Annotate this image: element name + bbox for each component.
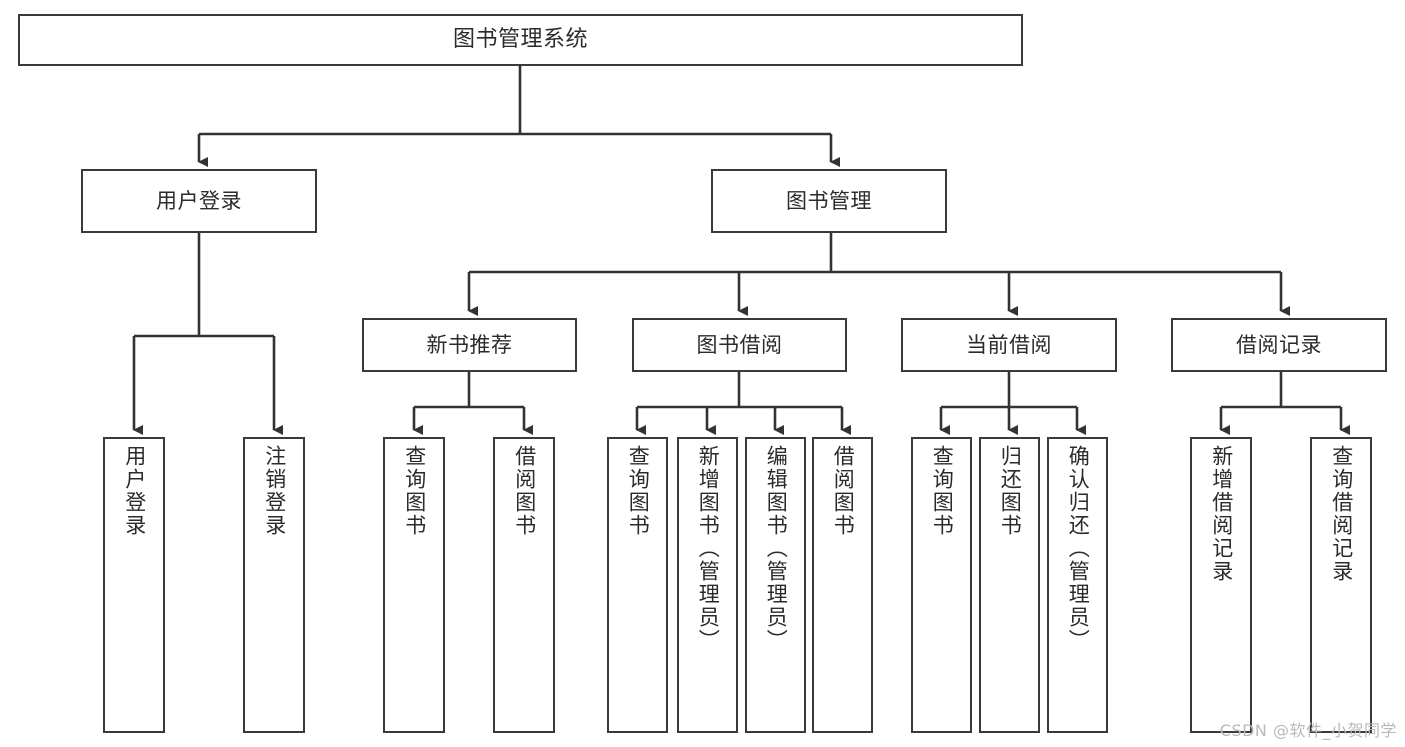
leaf-user-login-logout[interactable]: 注销登录 bbox=[243, 437, 305, 733]
node-label: 借阅记录 bbox=[1236, 332, 1322, 357]
leaf-borrow-edit-book-admin[interactable]: 编辑图书（管理员） bbox=[745, 437, 806, 733]
leaf-record-add-borrow-record[interactable]: 新增借阅记录 bbox=[1190, 437, 1252, 733]
leaf-current-query-book[interactable]: 查询图书 bbox=[911, 437, 972, 733]
node-book-borrowing[interactable]: 图书借阅 bbox=[632, 318, 847, 372]
node-label: 注销登录 bbox=[262, 445, 287, 537]
node-label: 查询图书 bbox=[402, 445, 427, 537]
node-label: 当前借阅 bbox=[966, 332, 1052, 357]
node-label: 查询图书 bbox=[626, 445, 651, 537]
node-label: 新增图书（管理员） bbox=[696, 445, 721, 652]
node-book-management[interactable]: 图书管理 bbox=[711, 169, 947, 233]
leaf-borrow-borrow-book[interactable]: 借阅图书 bbox=[812, 437, 873, 733]
node-label: 编辑图书（管理员） bbox=[764, 445, 789, 652]
leaf-record-query-borrow-record[interactable]: 查询借阅记录 bbox=[1310, 437, 1372, 733]
leaf-user-login-login[interactable]: 用户登录 bbox=[103, 437, 165, 733]
node-label: 新增借阅记录 bbox=[1209, 445, 1234, 583]
leaf-new-book-query-book[interactable]: 查询图书 bbox=[383, 437, 445, 733]
node-label: 借阅图书 bbox=[831, 445, 856, 537]
leaf-new-book-borrow-book[interactable]: 借阅图书 bbox=[493, 437, 555, 733]
node-label: 用户登录 bbox=[122, 445, 147, 537]
node-label: 借阅图书 bbox=[512, 445, 537, 537]
watermark-text: CSDN @软件_小贺同学 bbox=[1219, 721, 1397, 740]
node-label: 图书借阅 bbox=[696, 332, 783, 357]
node-label: 用户登录 bbox=[156, 188, 242, 213]
node-label: 确认归还（管理员） bbox=[1066, 445, 1091, 652]
node-label: 查询借阅记录 bbox=[1329, 445, 1354, 583]
node-label: 新书推荐 bbox=[426, 332, 513, 357]
leaf-borrow-query-book[interactable]: 查询图书 bbox=[607, 437, 668, 733]
node-label: 查询图书 bbox=[930, 445, 955, 537]
leaf-borrow-add-book-admin[interactable]: 新增图书（管理员） bbox=[677, 437, 738, 733]
node-label: 图书管理 bbox=[786, 188, 872, 213]
node-current-borrowing[interactable]: 当前借阅 bbox=[901, 318, 1117, 372]
node-user-login[interactable]: 用户登录 bbox=[81, 169, 317, 233]
leaf-current-return-book[interactable]: 归还图书 bbox=[979, 437, 1040, 733]
node-label: 图书管理系统 bbox=[452, 27, 588, 53]
node-label: 归还图书 bbox=[998, 445, 1023, 537]
node-borrowing-record[interactable]: 借阅记录 bbox=[1171, 318, 1387, 372]
leaf-current-confirm-return-admin[interactable]: 确认归还（管理员） bbox=[1047, 437, 1108, 733]
node-root-book-management-system[interactable]: 图书管理系统 bbox=[18, 14, 1023, 66]
node-new-book-recommendation[interactable]: 新书推荐 bbox=[362, 318, 577, 372]
